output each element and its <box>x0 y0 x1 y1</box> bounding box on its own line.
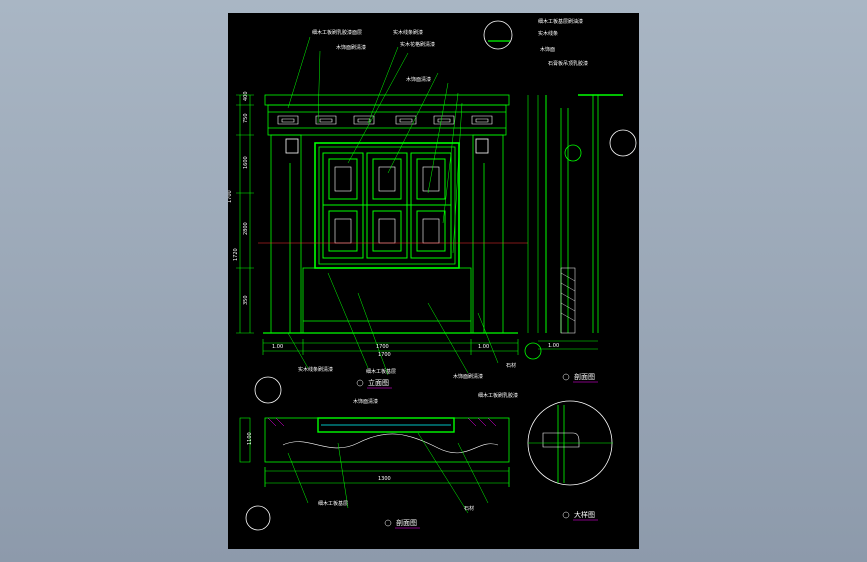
callout-top-1: 细木工板刷乳胶漆面层 <box>312 29 362 36</box>
left-dimensions <box>236 94 254 334</box>
plan-callout-2: 木饰面清漆 <box>353 398 378 405</box>
callout-right-1: 细木工板基层刷油漆 <box>538 18 583 25</box>
plan-callout-3: 石材 <box>464 505 474 512</box>
plan-depth-dim: 1100 <box>247 432 253 445</box>
callout-bottom-2: 细木工板基层 <box>366 368 396 375</box>
dim-bottom-1: 1.00 <box>272 344 283 350</box>
annotations: 细木工板刷乳胶漆面层 木饰面刷清漆 实木线条刷漆 实木花格刷清漆 木饰面清漆 细… <box>228 18 595 527</box>
dim-bottom-2: 1700 <box>378 352 391 358</box>
side-section <box>483 20 637 360</box>
callout-top-3: 实木线条刷漆 <box>393 29 423 36</box>
dim-bottom-3: 1.00 <box>478 344 489 350</box>
callout-bottom-4: 石材 <box>506 362 516 369</box>
callout-right-3: 木饰面 <box>540 46 555 53</box>
bottom-dimensions <box>262 339 519 355</box>
top-leaders <box>287 36 463 254</box>
cad-drawing: 细木工板刷乳胶漆面层 木饰面刷清漆 实木线条刷漆 实木花格刷清漆 木饰面清漆 细… <box>228 18 637 531</box>
callout-top-4: 实木花格刷清漆 <box>400 41 435 48</box>
dim-left-1: 400 <box>243 91 249 101</box>
callout-top-5: 木饰面清漆 <box>406 76 431 83</box>
dim-left-5: 350 <box>243 295 249 305</box>
dim-left-4: 2800 <box>243 222 249 235</box>
elevation-width-dim: 1700 <box>376 344 389 350</box>
plan-callout-1: 细木工板刷乳胶漆 <box>478 392 518 399</box>
view-title-detail: 大样图 <box>574 510 595 519</box>
plan-width-dim: 1300 <box>378 476 391 482</box>
dim-left-3: 1600 <box>243 156 249 169</box>
dim-bottom-4: 1.00 <box>548 343 559 349</box>
drawing-sheet[interactable]: 细木工板刷乳胶漆面层 木饰面刷清漆 实木线条刷漆 实木花格刷清漆 木饰面清漆 细… <box>228 13 639 549</box>
callout-bottom-3: 木饰面刷清漆 <box>453 373 483 380</box>
plan-section <box>239 376 510 531</box>
view-title-section: 剖面图 <box>574 372 595 381</box>
front-elevation <box>258 94 528 334</box>
dim-left-6: 1720 <box>233 248 239 261</box>
view-title-plan: 剖面图 <box>396 518 417 527</box>
plan-callout-4: 细木工板基层 <box>318 500 348 507</box>
bottom-leaders <box>287 272 499 376</box>
callout-right-4: 石膏板吊顶乳胶漆 <box>548 60 588 67</box>
callout-top-2: 木饰面刷清漆 <box>336 44 366 51</box>
detail-view <box>527 400 613 486</box>
callout-bottom-1: 实木线条刷清漆 <box>298 366 333 373</box>
elevation-height-dim: 1700 <box>228 190 233 203</box>
view-title-elevation: 立面图 <box>368 378 389 387</box>
callout-right-2: 实木线条 <box>538 30 558 37</box>
dim-left-2: 750 <box>243 113 249 123</box>
